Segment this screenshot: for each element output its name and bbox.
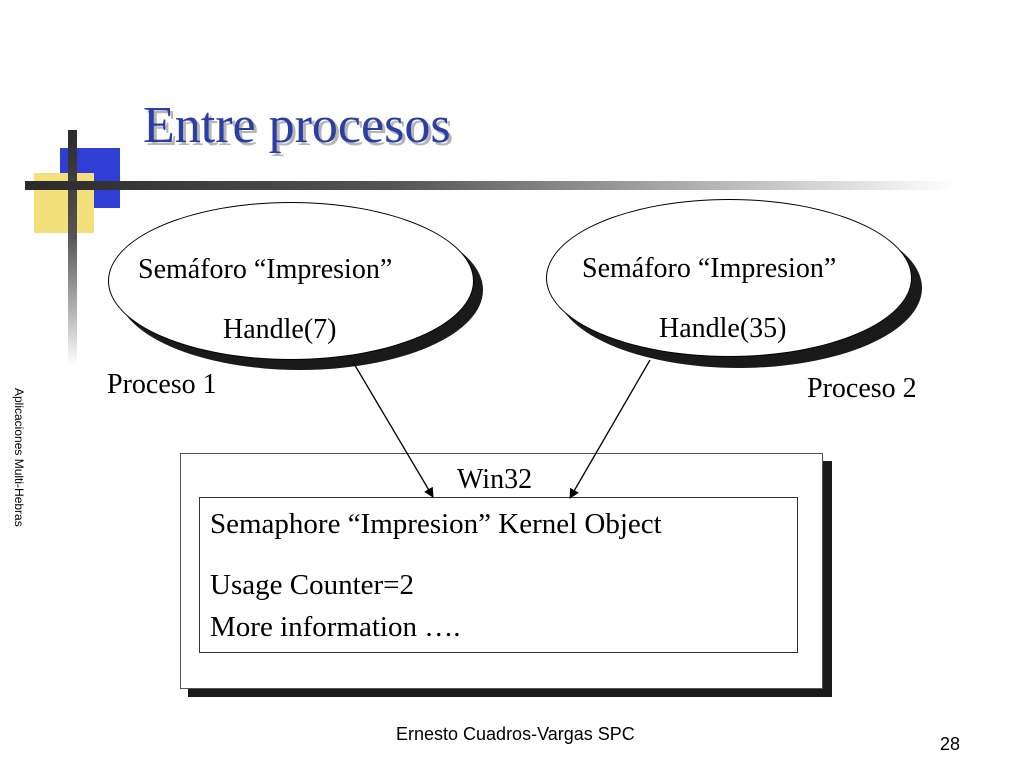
arrow-process2-to-kernel bbox=[569, 359, 651, 499]
footer-author: Ernesto Cuadros-Vargas SPC bbox=[396, 724, 635, 744]
ellipse-process1 bbox=[108, 202, 474, 360]
process2-semaphore-label: Semáforo “Impresion” bbox=[582, 253, 837, 284]
win32-label: Win32 bbox=[457, 464, 533, 495]
process1-semaphore-label: Semáforo “Impresion” bbox=[138, 254, 393, 285]
arrow-process1-to-kernel bbox=[352, 361, 434, 498]
process2-handle-label: Handle(35) bbox=[659, 313, 787, 344]
more-info-label: More information …. bbox=[210, 611, 461, 643]
kernel-object-box bbox=[199, 497, 798, 653]
decor-horizontal-bar bbox=[25, 181, 955, 190]
page-number: 28 bbox=[940, 734, 961, 754]
decor-vertical-bar bbox=[68, 130, 77, 365]
ellipse-process2 bbox=[546, 199, 912, 357]
process1-label: Proceso 1 bbox=[107, 369, 217, 400]
usage-counter-label: Usage Counter=2 bbox=[210, 569, 415, 601]
side-label: Aplicaciones Multi-Hebras bbox=[12, 388, 26, 527]
slide-title: Entre procesos bbox=[143, 97, 451, 154]
process1-handle-label: Handle(7) bbox=[223, 314, 337, 345]
kernel-object-label: Semaphore “Impresion” Kernel Object bbox=[210, 508, 662, 540]
process2-label: Proceso 2 bbox=[807, 373, 917, 404]
